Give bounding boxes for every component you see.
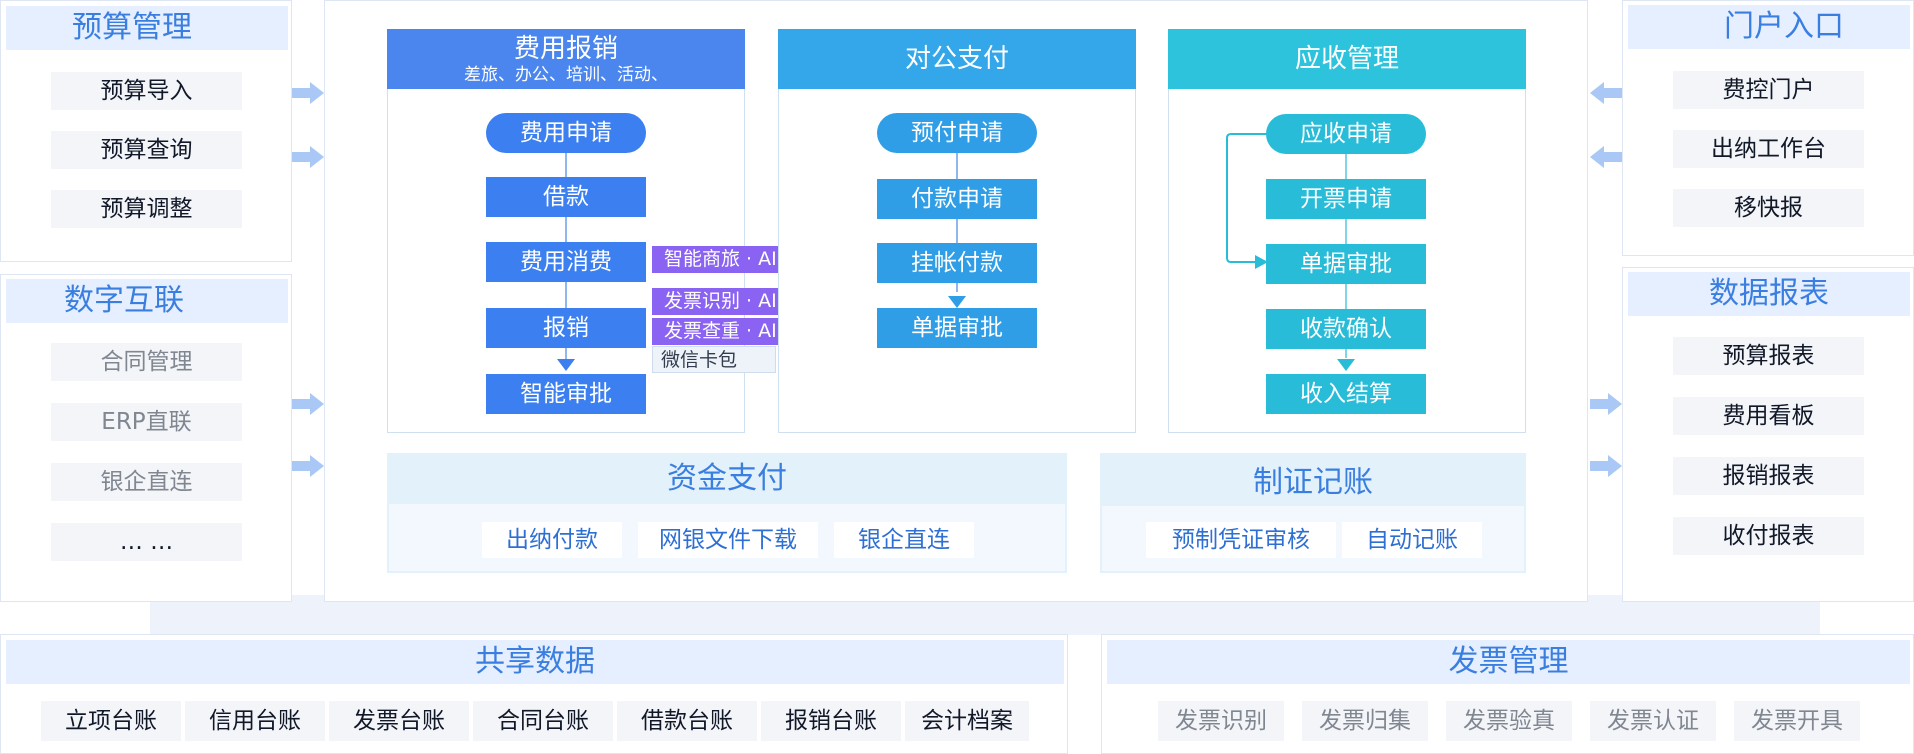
loan-step[interactable]: 借款 <box>486 177 646 217</box>
expense-dashboard-button[interactable]: 费用看板 <box>1673 397 1864 435</box>
invoice-issue-chip[interactable]: 发票开具 <box>1734 701 1860 741</box>
budget-panel-title: 预算管理 <box>6 6 288 50</box>
expense-consume-step[interactable]: 费用消费 <box>486 242 646 282</box>
loop-arrow-icon <box>1226 133 1268 269</box>
cashier-workbench-button[interactable]: 出纳工作台 <box>1673 130 1864 168</box>
invoice-collect-chip[interactable]: 发票归集 <box>1302 701 1428 741</box>
invoice-ledger-chip[interactable]: 发票台账 <box>329 701 469 741</box>
arrow-down-icon <box>557 359 575 371</box>
budget-adjust-button[interactable]: 预算调整 <box>51 190 242 228</box>
reimburse-step[interactable]: 报销 <box>486 308 646 348</box>
digital-panel: 数字互联 合同管理 ERP直联 银企直连 … … <box>0 274 292 602</box>
invoice-recognition-ai-tag: 发票识别 · AI <box>652 288 802 315</box>
budget-import-button[interactable]: 预算导入 <box>51 72 242 110</box>
receivable-column-header: 应收管理 <box>1168 29 1526 89</box>
reimburse-ledger-chip[interactable]: 报销台账 <box>761 701 901 741</box>
receivable-doc-approval-step[interactable]: 单据审批 <box>1266 244 1426 284</box>
arrow-right-icon <box>292 393 324 415</box>
reimburse-report-button[interactable]: 报销报表 <box>1673 457 1864 495</box>
receivable-column <box>1168 29 1526 433</box>
smart-approval-step[interactable]: 智能审批 <box>486 374 646 414</box>
bank-file-download-chip[interactable]: 网银文件下载 <box>638 522 818 558</box>
budget-panel: 预算管理 预算导入 预算查询 预算调整 <box>0 0 292 262</box>
expense-subtitle: 差旅、办公、培训、活动、 <box>464 65 668 85</box>
arrow-right-icon <box>292 455 324 477</box>
budget-report-button[interactable]: 预算报表 <box>1673 337 1864 375</box>
digital-panel-title: 数字互联 <box>6 279 288 323</box>
more-button[interactable]: … … <box>51 523 242 561</box>
receivable-apply-step[interactable]: 应收申请 <box>1266 114 1426 154</box>
invoice-certify-chip[interactable]: 发票认证 <box>1590 701 1716 741</box>
loan-ledger-chip[interactable]: 借款台账 <box>617 701 757 741</box>
accounting-archive-chip[interactable]: 会计档案 <box>905 701 1029 741</box>
contract-management-button[interactable]: 合同管理 <box>51 343 242 381</box>
receipt-confirm-step[interactable]: 收款确认 <box>1266 309 1426 349</box>
expense-column-header: 费用报销 差旅、办公、培训、活动、 <box>387 29 745 89</box>
income-settlement-step[interactable]: 收入结算 <box>1266 374 1426 414</box>
bank-link-button[interactable]: 银企直连 <box>51 463 242 501</box>
arrow-right-icon <box>292 146 324 168</box>
invoice-verify-chip[interactable]: 发票验真 <box>1446 701 1572 741</box>
project-ledger-chip[interactable]: 立项台账 <box>41 701 181 741</box>
payment-column-header: 对公支付 <box>778 29 1136 89</box>
payment-report-button[interactable]: 收付报表 <box>1673 517 1864 555</box>
portal-panel: 门户入口 费控门户 出纳工作台 移快报 <box>1622 0 1914 256</box>
reports-panel: 数据报表 预算报表 费用看板 报销报表 收付报表 <box>1622 267 1914 602</box>
payment-flow-line <box>956 152 958 292</box>
mobile-report-button[interactable]: 移快报 <box>1673 189 1864 227</box>
shared-data-panel: 共享数据 立项台账 信用台账 发票台账 合同台账 借款台账 报销台账 会计档案 <box>0 634 1068 754</box>
reports-panel-title: 数据报表 <box>1628 272 1910 316</box>
invoice-dedup-ai-tag: 发票查重 · AI <box>652 318 802 345</box>
arrow-right-icon <box>1590 393 1622 415</box>
arrow-left-icon <box>1590 146 1622 168</box>
expense-apply-step[interactable]: 费用申请 <box>486 113 646 153</box>
arrow-right-icon <box>1590 455 1622 477</box>
funds-payment-title: 资金支付 <box>667 461 787 496</box>
wechat-card-tag: 微信卡包 <box>652 346 776 373</box>
invoice-recognition-chip[interactable]: 发票识别 <box>1158 701 1284 741</box>
contract-ledger-chip[interactable]: 合同台账 <box>473 701 613 741</box>
bank-direct-chip[interactable]: 银企直连 <box>834 522 974 558</box>
credit-ledger-chip[interactable]: 信用台账 <box>185 701 325 741</box>
invoice-management-panel: 发票管理 发票识别 发票归集 发票验真 发票认证 发票开具 <box>1101 634 1914 754</box>
arrow-right-icon <box>292 82 324 104</box>
shared-data-title: 共享数据 <box>6 640 1064 684</box>
budget-query-button[interactable]: 预算查询 <box>51 131 242 169</box>
invoice-management-title: 发票管理 <box>1107 640 1910 684</box>
payment-doc-approval-step[interactable]: 单据审批 <box>877 308 1037 348</box>
arrow-down-icon <box>948 296 966 308</box>
auto-accounting-chip[interactable]: 自动记账 <box>1342 522 1482 558</box>
smart-travel-ai-tag: 智能商旅 · AI <box>652 246 802 273</box>
prepay-apply-step[interactable]: 预付申请 <box>877 113 1037 153</box>
payment-apply-step[interactable]: 付款申请 <box>877 179 1037 219</box>
arrow-down-icon <box>1337 359 1355 371</box>
expense-portal-button[interactable]: 费控门户 <box>1673 71 1864 109</box>
voucher-title: 制证记账 <box>1253 465 1373 500</box>
erp-link-button[interactable]: ERP直联 <box>51 403 242 441</box>
arrow-left-icon <box>1590 82 1622 104</box>
portal-panel-title: 门户入口 <box>1628 5 1910 49</box>
invoice-apply-step[interactable]: 开票申请 <box>1266 179 1426 219</box>
cashier-payment-chip[interactable]: 出纳付款 <box>482 522 622 558</box>
expense-title: 费用报销 <box>513 34 618 64</box>
voucher-review-chip[interactable]: 预制凭证审核 <box>1146 522 1336 558</box>
account-payment-step[interactable]: 挂帐付款 <box>877 243 1037 283</box>
